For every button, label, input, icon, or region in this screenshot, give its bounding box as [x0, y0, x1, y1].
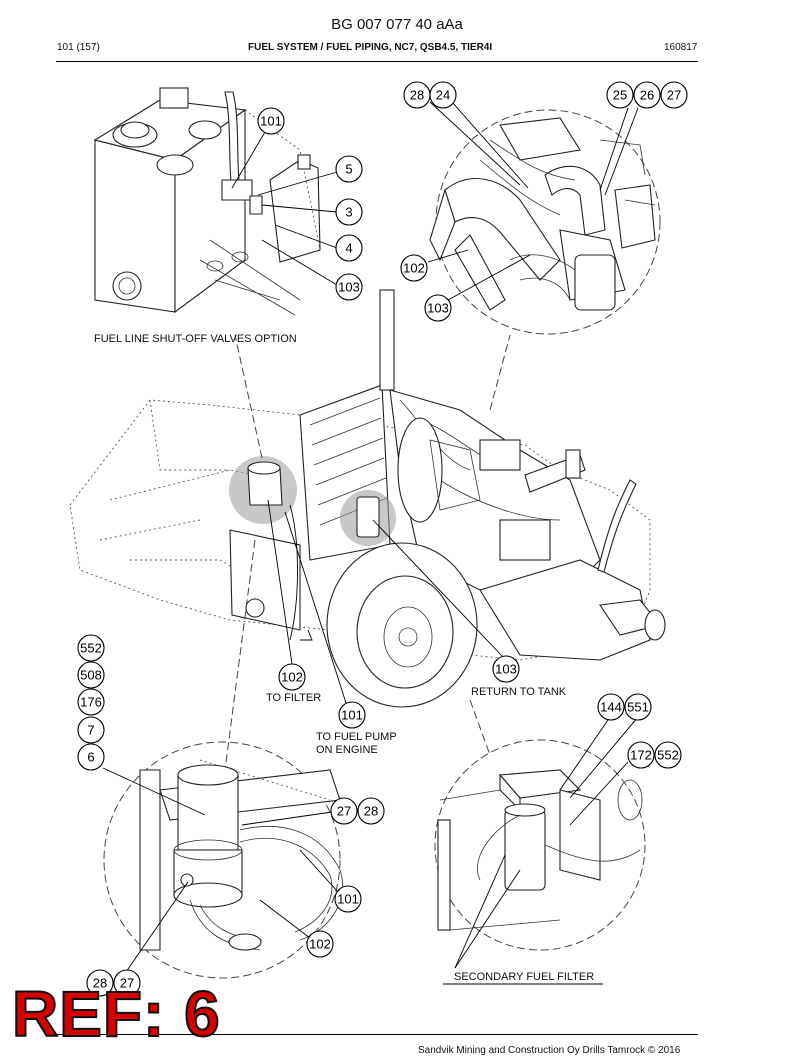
callout-102: 102	[306, 930, 334, 958]
callout-3: 3	[335, 198, 363, 226]
svg-text:3: 3	[345, 205, 352, 220]
svg-text:103: 103	[427, 301, 449, 316]
leader-lines	[102, 101, 639, 973]
svg-text:172: 172	[630, 748, 652, 763]
callout-24: 24	[429, 81, 457, 109]
callout-27: 27	[330, 797, 358, 825]
svg-text:102: 102	[309, 937, 331, 952]
svg-text:144: 144	[600, 700, 622, 715]
svg-text:103: 103	[495, 662, 517, 677]
svg-text:6: 6	[87, 750, 94, 765]
callout-4: 4	[335, 234, 363, 262]
callout-103: 103	[335, 273, 363, 301]
footer-rule	[56, 1034, 698, 1035]
detail-shutoff-valves	[93, 87, 321, 316]
label-shutoff-option: FUEL LINE SHUT-OFF VALVES OPTION	[94, 333, 297, 345]
svg-text:27: 27	[667, 88, 681, 103]
header-rule	[56, 61, 698, 62]
callout-101: 101	[257, 107, 285, 135]
callout-103: 103	[424, 294, 452, 322]
callout-103: 103	[492, 655, 520, 683]
callout-172: 172	[627, 741, 655, 769]
label-secondary-fuel-filter: SECONDARY FUEL FILTER	[454, 971, 595, 983]
svg-text:102: 102	[281, 670, 303, 685]
svg-text:176: 176	[80, 695, 102, 710]
callout-144: 144	[597, 693, 625, 721]
page-number: 101 (157)	[57, 42, 100, 53]
svg-text:552: 552	[657, 748, 679, 763]
label-return-to-tank: RETURN TO TANK	[471, 686, 567, 698]
callout-5: 5	[335, 155, 363, 183]
callout-552: 552	[654, 741, 682, 769]
svg-text:101: 101	[337, 892, 359, 907]
machine-overview	[69, 289, 666, 771]
section-title: FUEL SYSTEM / FUEL PIPING, NC7, QSB4.5, …	[248, 42, 493, 53]
callout-28: 28	[357, 797, 385, 825]
svg-text:552: 552	[80, 641, 102, 656]
callout-25: 25	[606, 81, 634, 109]
callout-102: 102	[278, 663, 306, 691]
svg-text:28: 28	[410, 88, 424, 103]
footer-copyright: Sandvik Mining and Construction Oy Drill…	[418, 1045, 681, 1056]
label-to-fuel-pump: TO FUEL PUMP ON ENGINE	[316, 731, 397, 756]
svg-text:27: 27	[120, 976, 134, 991]
svg-text:102: 102	[403, 261, 425, 276]
detail-bottom-right	[434, 739, 646, 951]
svg-text:24: 24	[436, 88, 450, 103]
svg-text:28: 28	[364, 804, 378, 819]
callout-176: 176	[77, 688, 105, 716]
detail-top-right	[429, 109, 661, 335]
callout-552: 552	[77, 634, 105, 662]
svg-text:101: 101	[260, 114, 282, 129]
label-to-filter: TO FILTER	[266, 692, 322, 704]
callout-27: 27	[113, 969, 141, 997]
callout-bubbles: 101 5 3 4 103 28 24 25 26 27 102 103 102…	[77, 81, 688, 997]
detail-bottom-left	[103, 741, 343, 979]
svg-text:4: 4	[345, 241, 352, 256]
callout-508: 508	[77, 661, 105, 689]
callout-6: 6	[77, 743, 105, 771]
svg-text:26: 26	[640, 88, 654, 103]
svg-text:25: 25	[613, 88, 627, 103]
callout-28: 28	[86, 969, 114, 997]
date-code: 160817	[664, 42, 698, 53]
callout-101: 101	[334, 885, 362, 913]
svg-text:28: 28	[93, 976, 107, 991]
callout-101: 101	[338, 701, 366, 729]
svg-text:508: 508	[80, 668, 102, 683]
svg-text:103: 103	[338, 280, 360, 295]
callout-102: 102	[400, 254, 428, 282]
svg-text:27: 27	[337, 804, 351, 819]
svg-text:7: 7	[87, 723, 94, 738]
ref-stamp: REF: 6	[11, 978, 221, 1050]
callout-551: 551	[624, 693, 652, 721]
callout-27: 27	[660, 81, 688, 109]
svg-text:101: 101	[341, 708, 363, 723]
callout-26: 26	[633, 81, 661, 109]
document-id: BG 007 077 40 aAa	[331, 16, 463, 33]
svg-text:5: 5	[345, 162, 352, 177]
callout-28: 28	[403, 81, 431, 109]
callout-7: 7	[77, 716, 105, 744]
svg-text:551: 551	[627, 700, 649, 715]
